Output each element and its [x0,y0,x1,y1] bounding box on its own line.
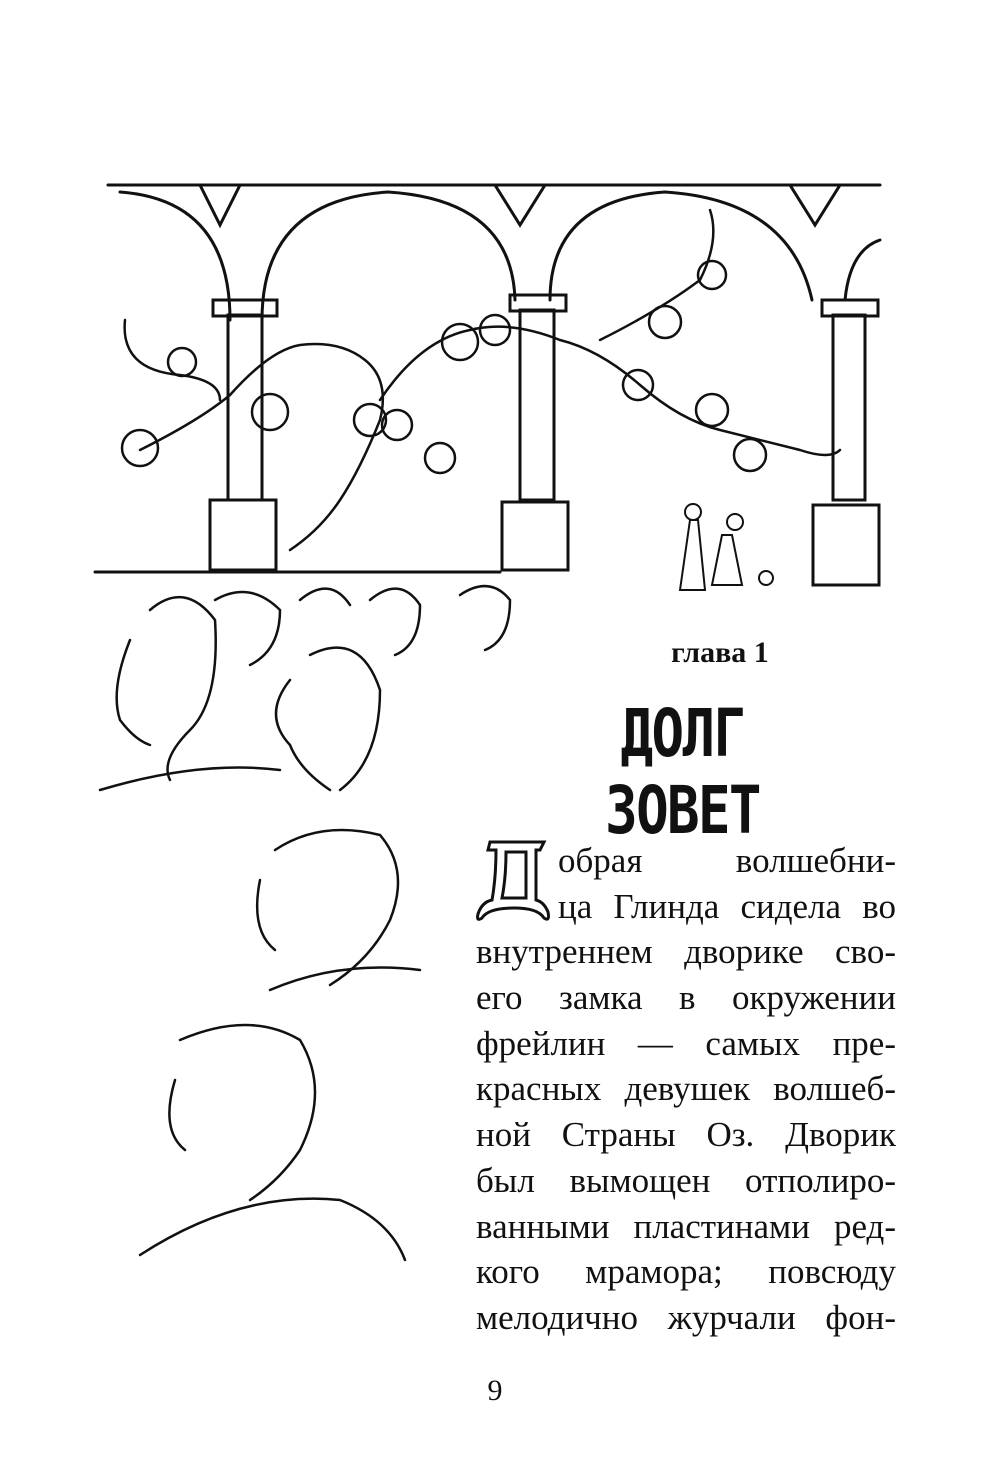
arcade-drawing [93,183,882,587]
text-line: красных девушек волшеб- [476,1069,896,1109]
text-line: ванными пластинами ред- [476,1206,896,1246]
text-line: мелодично журчали фон- [476,1297,896,1337]
chapter-title: Долг зовет [605,695,761,849]
text-line: фрейлин — самых пре- [476,1023,896,1063]
rose-vine-drawing [120,208,842,552]
text-line: кого мрамора; повсюду [476,1252,896,1292]
drop-cap-letter [476,840,550,921]
text-line: внутреннем дворике сво- [476,932,896,972]
small-figures-drawing [678,503,774,591]
chapter-label: глава 1 [671,636,769,669]
chapter-body-text: обрая волшебни- ца Глинда сидела во внут… [476,838,896,1341]
text-line: обрая волшебни- [558,841,896,880]
text-line: был вымощен отполиро- [476,1160,896,1200]
text-line: ца Глинда сидела во [558,886,896,926]
text-line: его замка в окружении [476,978,896,1018]
page-number: 9 [487,1374,503,1407]
text-line: ной Страны Оз. Дворик [476,1115,896,1155]
women-faces-drawing [98,585,512,1262]
